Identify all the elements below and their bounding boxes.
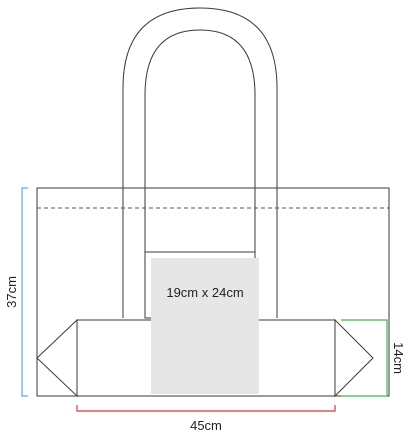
left-gusset bbox=[36, 318, 78, 398]
height-dimension: 37cm bbox=[4, 187, 28, 397]
width-dimension: 45cm bbox=[76, 405, 336, 433]
height-line bbox=[21, 187, 28, 397]
print-area bbox=[151, 258, 259, 394]
right-gusset bbox=[334, 318, 374, 398]
gusset-label: 14cm bbox=[391, 342, 406, 374]
handle-inner bbox=[144, 29, 256, 318]
print-area-label: 19cm x 24cm bbox=[166, 285, 243, 300]
width-label: 45cm bbox=[190, 418, 222, 433]
handle-outer bbox=[122, 7, 278, 318]
width-line bbox=[76, 405, 336, 412]
height-label: 37cm bbox=[4, 276, 19, 308]
gusset-line bbox=[341, 319, 388, 397]
gusset-dimension: 14cm bbox=[341, 319, 406, 397]
bag-handles bbox=[122, 7, 278, 318]
